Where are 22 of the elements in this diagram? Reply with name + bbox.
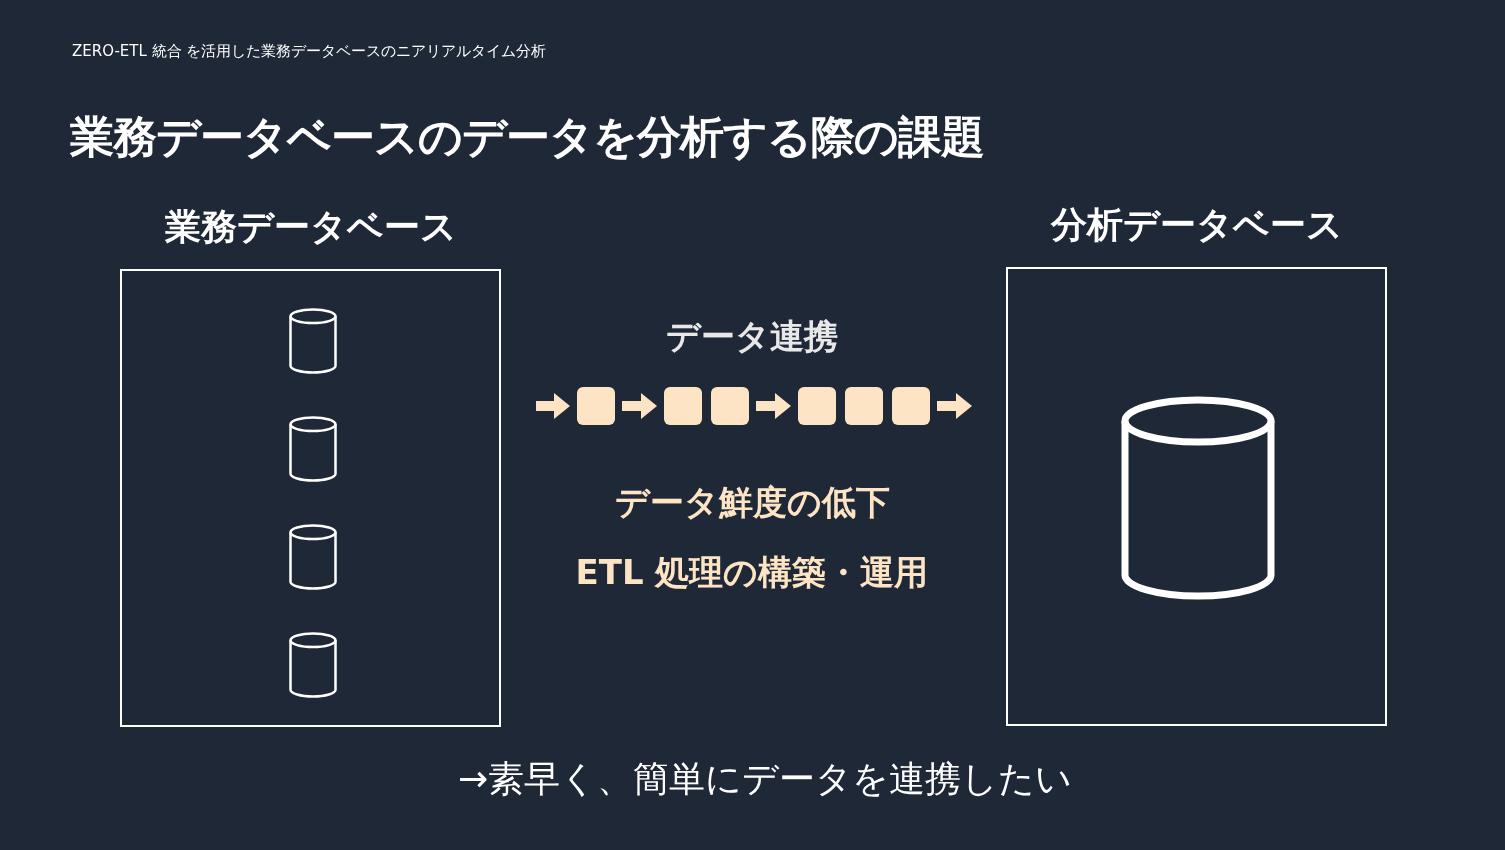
panel-heading: 業務データベース [164,205,457,249]
data-block [798,387,836,425]
text-label: ETL 処理の構築・運用 [575,551,929,594]
database-icon [288,307,338,375]
flow-arrow [622,393,657,419]
text-label: データ連携 [666,315,838,358]
flow-arrow [536,393,570,419]
data-block [845,387,883,425]
slide-title: 業務データベースのデータを分析する際の課題 [70,110,984,164]
data-block [711,387,749,425]
data-block [664,387,702,425]
database-icon [288,631,338,699]
panel-heading: 分析データベース [1050,203,1343,247]
database-icon [288,415,338,483]
text-label: →素早く、簡単にデータを連携したい [457,757,1073,801]
data-block [577,387,615,425]
header-text: ZERO-ETL 統合 を活用した業務データベースのニアリアルタイム分析 [72,42,547,61]
flow-arrow [937,393,972,419]
data-block [892,387,930,425]
database-icon [288,523,338,591]
text-label: データ鮮度の低下 [614,481,890,524]
flow-arrow [756,393,791,419]
